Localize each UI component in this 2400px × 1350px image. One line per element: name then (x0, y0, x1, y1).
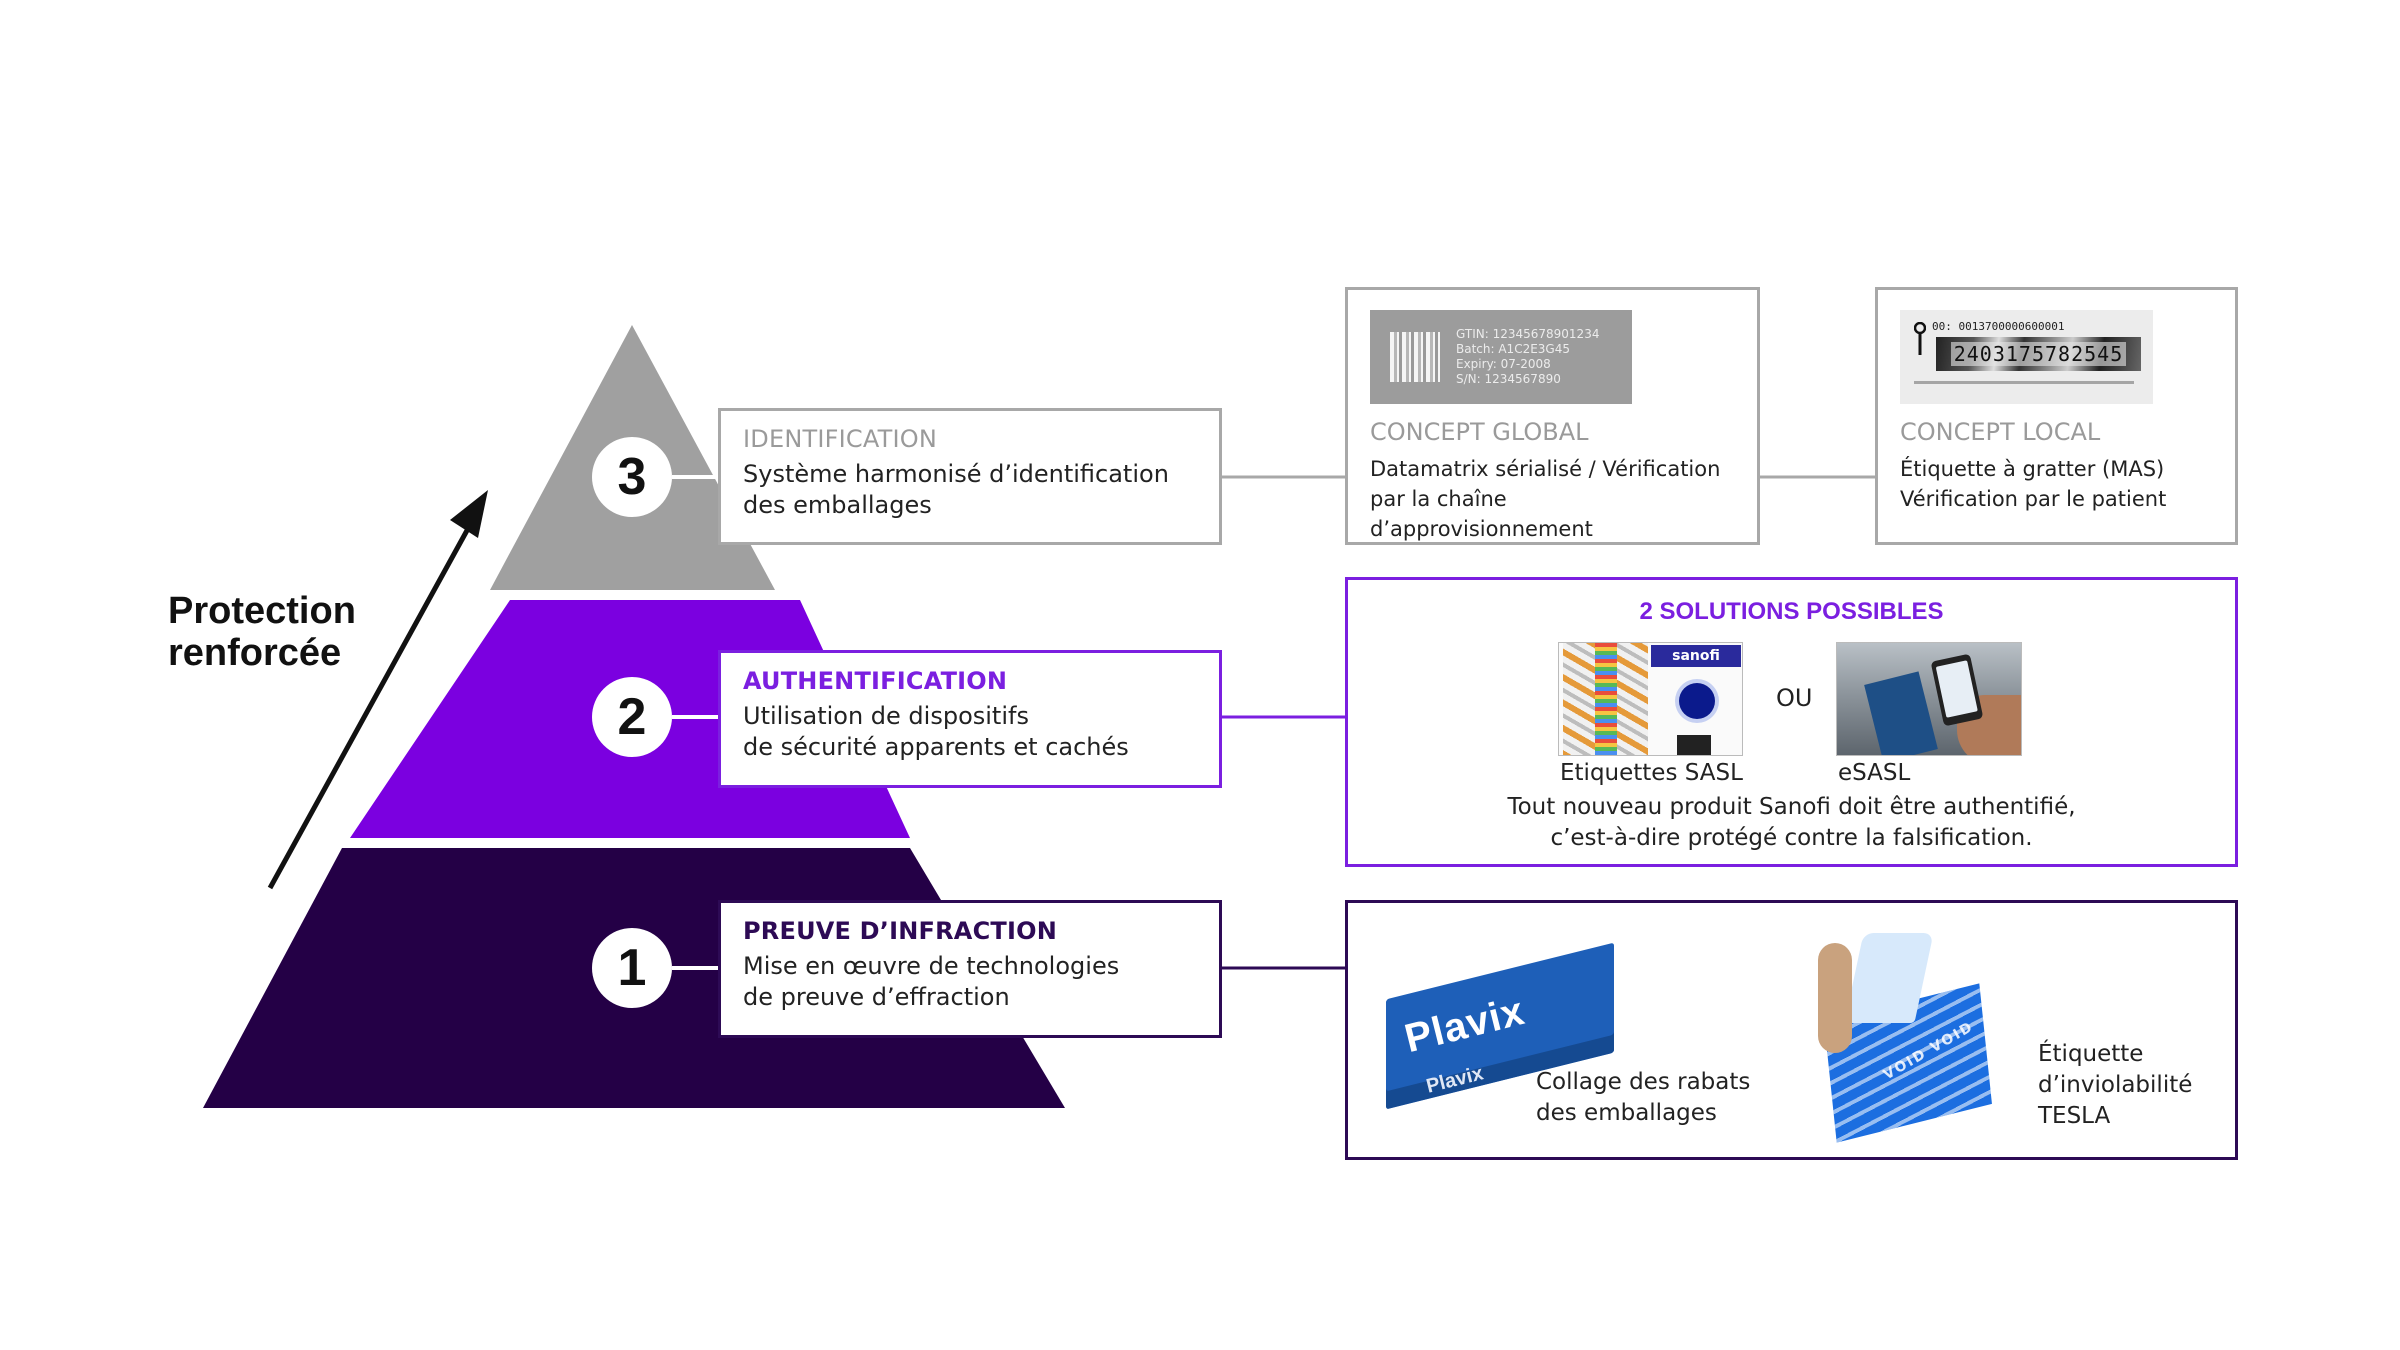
label-expiry: Expiry: 07-2008 (1456, 357, 1551, 371)
authentication-desc-line2: de sécurité apparents et cachés (743, 733, 1129, 761)
tesla-label-photo: VOID VOID (1818, 933, 2018, 1143)
tamper-evidence-title: PREUVE D’INFRACTION (743, 917, 1057, 945)
concept-global-title: CONCEPT GLOBAL (1370, 418, 1589, 446)
solutions-title: 2 SOLUTIONS POSSIBLES (1639, 598, 1944, 625)
smartphone-icon (1930, 653, 1984, 727)
esasl-photo (1836, 642, 2022, 756)
datamatrix-code-icon (1390, 332, 1440, 382)
scratch-code: 2403175782545 (1950, 342, 2127, 366)
plavix-caption-line2: des emballages (1536, 1100, 1717, 1126)
key-icon (1914, 322, 1926, 355)
protection-arrow-shaft (267, 523, 473, 890)
protection-label-line2: renforcée (168, 632, 342, 674)
sasl-label-image: sanofi (1558, 642, 1743, 756)
level-3-badge: 3 (592, 437, 672, 517)
authentication-note-line1: Tout nouveau produit Sanofi doit être au… (1507, 794, 2076, 820)
finger-graphic (1818, 943, 1852, 1053)
tamper-evidence-desc-line2: de preuve d’effraction (743, 983, 1010, 1011)
tesla-caption: Étiquette d’inviolabilité TESLA (2038, 1039, 2192, 1132)
identification-title: IDENTIFICATION (743, 425, 937, 453)
tesla-caption-line2: d’inviolabilité (2038, 1072, 2193, 1098)
authentication-note: Tout nouveau produit Sanofi doit être au… (1348, 792, 2235, 854)
authentication-note-line2: c’est-à-dire protégé contre la falsifica… (1550, 825, 2033, 851)
tamper-evidence-desc-line1: Mise en œuvre de technologies (743, 952, 1120, 980)
sanofi-logo: sanofi (1651, 645, 1741, 667)
tamper-evidence-box: PREUVE D’INFRACTION Mise en œuvre de tec… (718, 900, 1222, 1038)
authentication-title: AUTHENTIFICATION (743, 667, 1008, 695)
hidden-marker-icon (1677, 735, 1711, 755)
identification-desc-line2: des emballages (743, 491, 932, 519)
concept-local-desc-line2: Vérification par le patient (1900, 487, 2167, 511)
tesla-caption-line3: TESLA (2038, 1103, 2111, 1129)
concept-local-title: CONCEPT LOCAL (1900, 418, 2101, 446)
medicine-box-graphic (1864, 671, 1938, 755)
authentication-box: AUTHENTIFICATION Utilisation de disposit… (718, 650, 1222, 788)
tamper-evidence-examples-box: Plavix Plavix Collage des rabats des emb… (1345, 900, 2238, 1160)
label-gtin: GTIN: 12345678901234 (1456, 327, 1600, 341)
concept-global-desc-line1: Datamatrix sérialisé / Vérification (1370, 457, 1721, 481)
security-seal-icon (1679, 683, 1715, 719)
dna-ladder-graphic (1595, 643, 1617, 755)
plavix-caption-line1: Collage des rabats (1536, 1069, 1751, 1095)
concept-global-box: GTIN: 12345678901234 Batch: A1C2E3G45 Ex… (1345, 287, 1760, 545)
concept-local-desc-line1: Étiquette à gratter (MAS) (1900, 457, 2165, 481)
scratch-area: 2403175782545 (1936, 337, 2141, 371)
sasl-caption: Etiquettes SASL (1560, 760, 1743, 786)
plavix-caption: Collage des rabats des emballages (1536, 1067, 1750, 1129)
identification-desc-line1: Système harmonisé d’identification (743, 460, 1169, 488)
smartphone-screen (1935, 660, 1978, 718)
protection-label: Protection renforcée (168, 590, 356, 674)
scratch-label-image: 00: 0013700000600001 2403175782545 (1900, 310, 2153, 404)
scratch-label-fineprint (1914, 381, 2134, 384)
concept-global-desc-line2: par la chaîne d’approvisionnement (1370, 487, 1593, 541)
authentication-solutions-box: 2 SOLUTIONS POSSIBLES sanofi OU Etiquett… (1345, 577, 2238, 867)
protection-label-line1: Protection (168, 590, 356, 632)
scratch-label-serial: 00: 0013700000600001 (1932, 320, 2065, 333)
datamatrix-label-text: GTIN: 12345678901234 Batch: A1C2E3G45 Ex… (1456, 327, 1599, 387)
level-2-badge: 2 (592, 677, 672, 757)
level-1-badge: 1 (592, 928, 672, 1008)
label-serial: S/N: 1234567890 (1456, 372, 1561, 386)
datamatrix-label-image: GTIN: 12345678901234 Batch: A1C2E3G45 Ex… (1370, 310, 1632, 404)
concept-local-box: 00: 0013700000600001 2403175782545 CONCE… (1875, 287, 2238, 545)
protection-arrow-head-icon (450, 490, 488, 538)
authentication-desc-line1: Utilisation de dispositifs (743, 702, 1029, 730)
tesla-caption-line1: Étiquette (2038, 1041, 2144, 1067)
or-separator: OU (1776, 684, 1813, 712)
identification-box: IDENTIFICATION Système harmonisé d’ident… (718, 408, 1222, 545)
label-batch: Batch: A1C2E3G45 (1456, 342, 1570, 356)
esasl-caption: eSASL (1838, 760, 1911, 786)
